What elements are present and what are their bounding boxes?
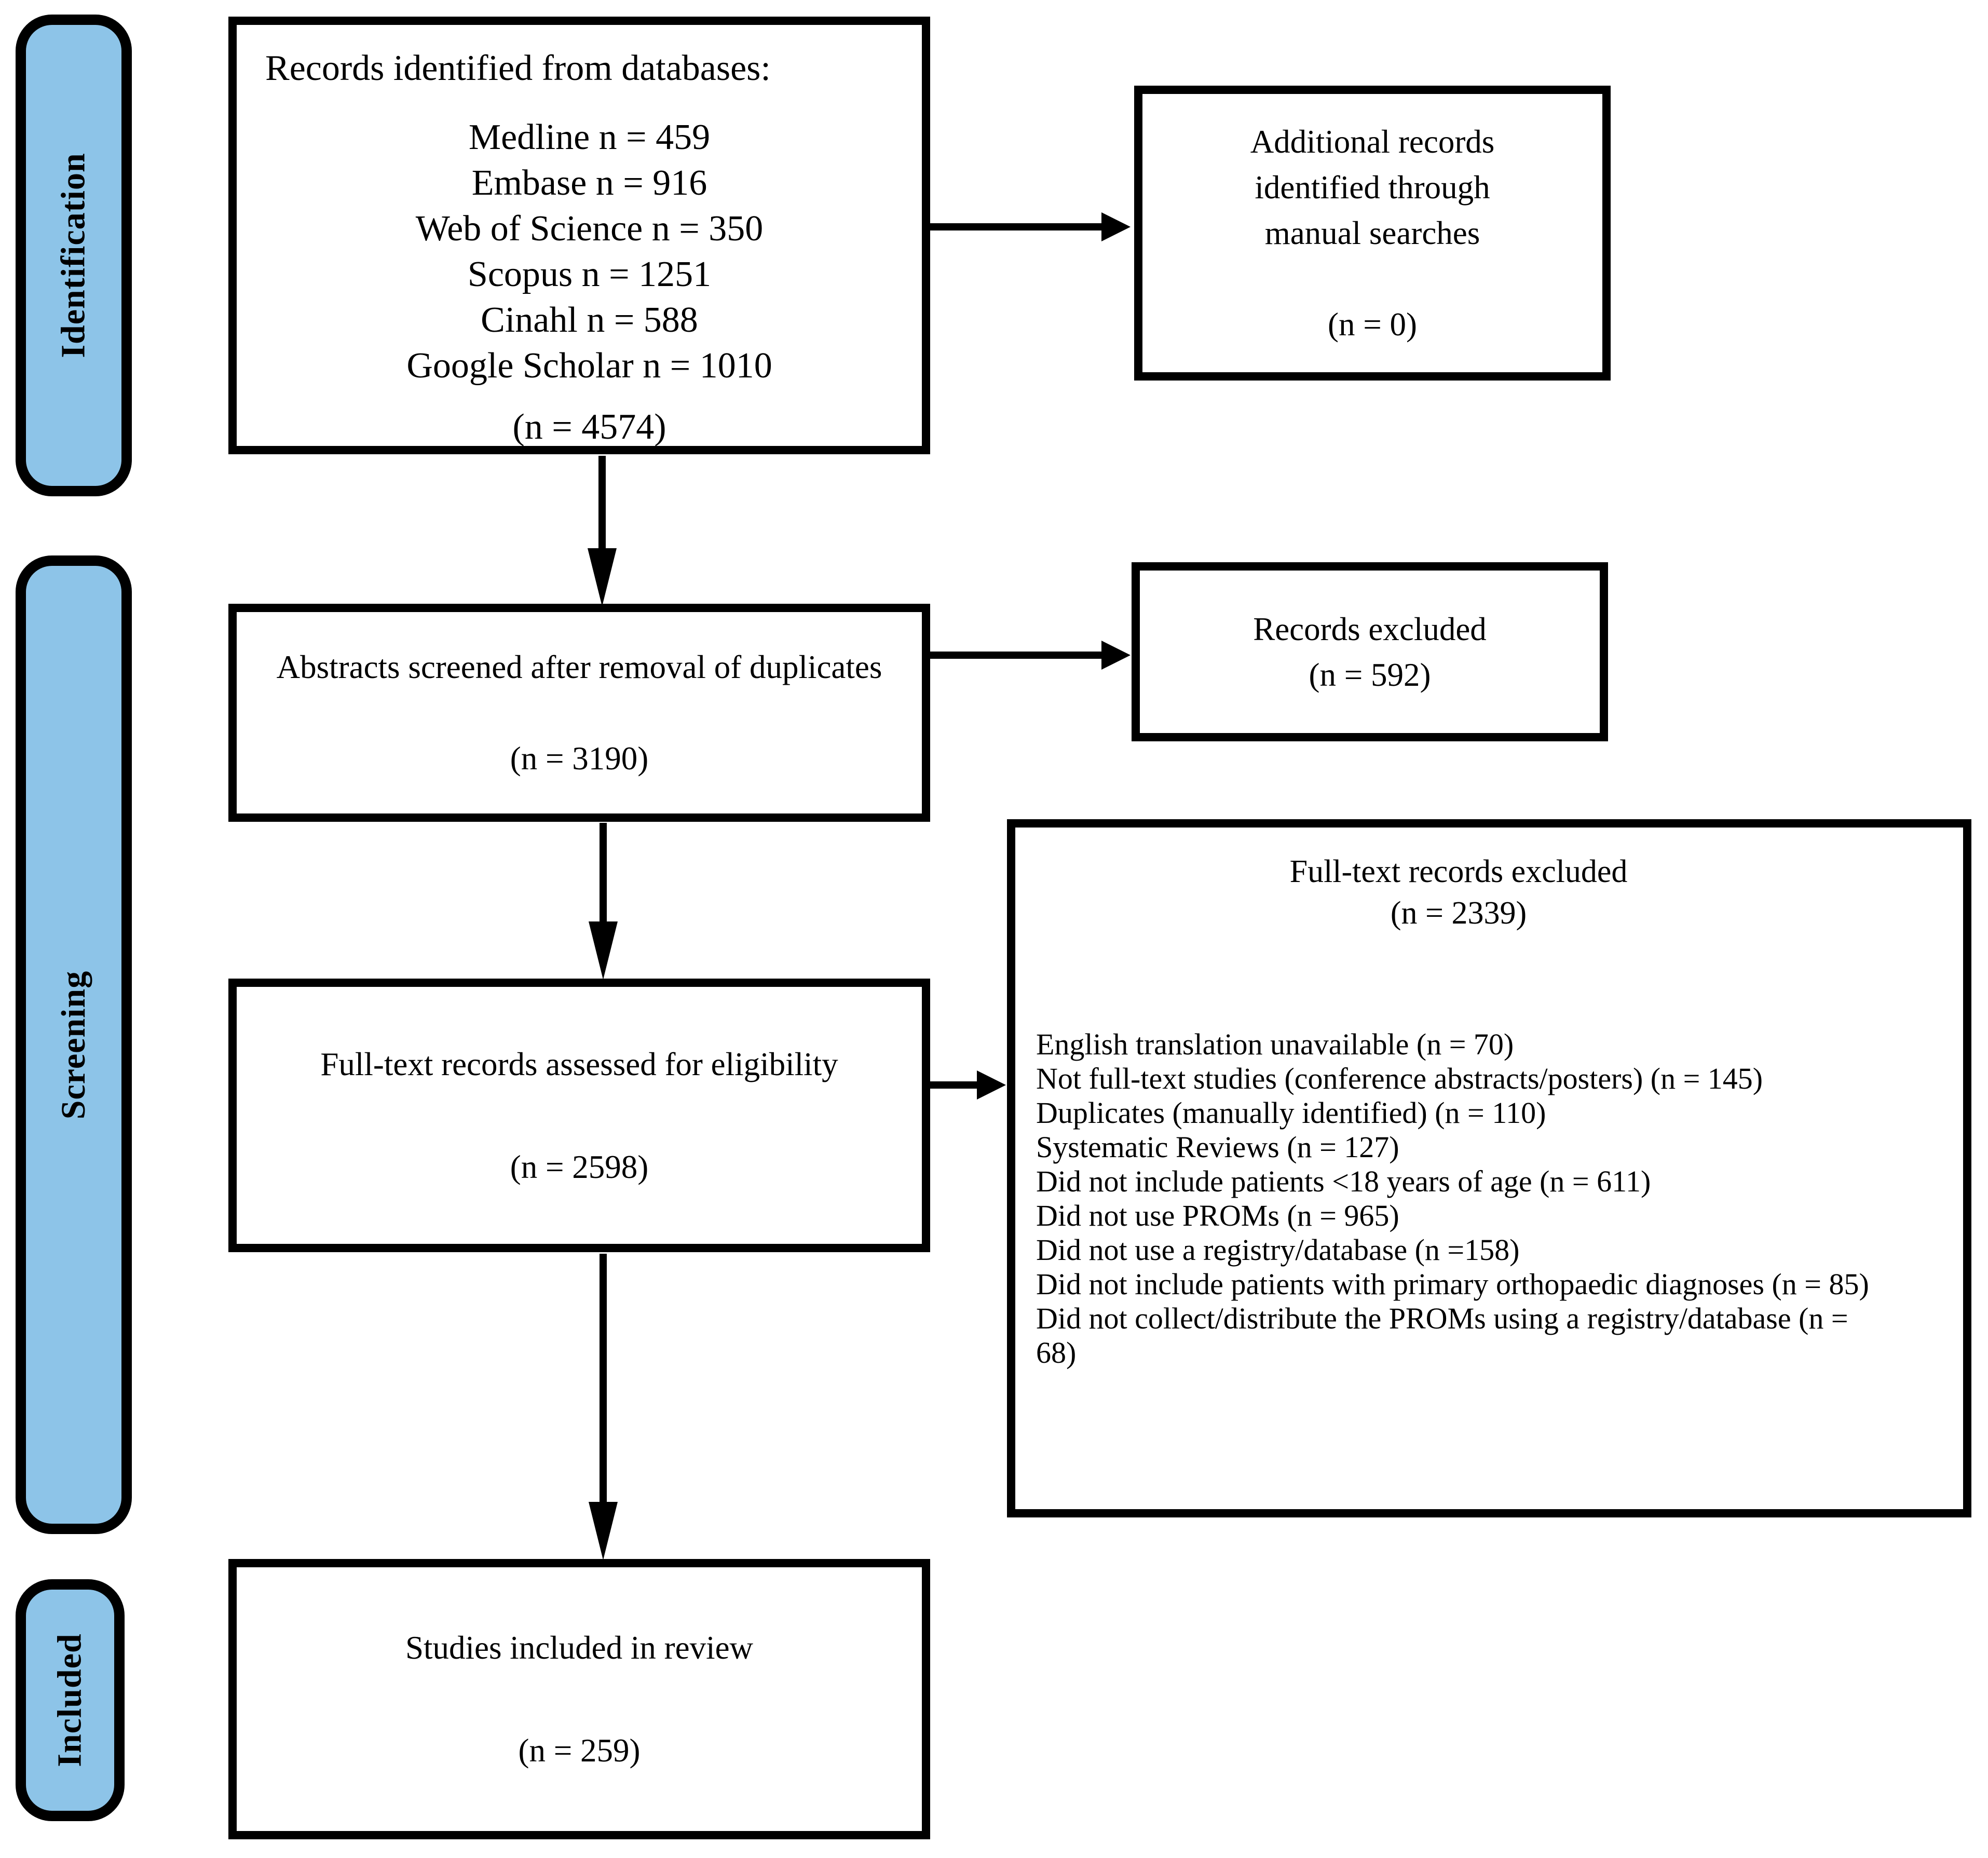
exclusion-reason: Systematic Reviews (n = 127) — [1036, 1130, 1399, 1164]
exclusion-reason-list: English translation unavailable (n = 70)… — [1036, 1027, 1881, 1370]
arrow-abstracts-to-excluded-line — [930, 652, 1102, 659]
fulltext-assessed-box: Full-text records assessed for eligibili… — [228, 979, 930, 1252]
records-identified-box: Records identified from databases: Medli… — [228, 17, 930, 454]
stage-screening-label: Screening — [55, 970, 93, 1119]
stage-identification-label: Identification — [55, 153, 92, 358]
arrow-fulltext-to-included-line — [600, 1254, 607, 1504]
arrow-abstracts-to-fulltext-line — [600, 823, 607, 923]
fulltext-assessed-count: (n = 2598) — [510, 1148, 649, 1185]
database-item-scopus: Scopus n = 1251 — [467, 254, 712, 294]
arrow-fulltext-to-ftexcluded-line — [930, 1081, 978, 1089]
additional-records-count: (n = 0) — [1328, 306, 1417, 343]
arrow-right-icon — [1101, 641, 1131, 670]
studies-included-box: Studies included in review (n = 259) — [228, 1559, 930, 1839]
fulltext-excluded-title: Full-text records excluded — [1289, 854, 1628, 889]
database-item-embase: Embase n = 916 — [471, 163, 707, 203]
exclusion-reason: Did not include patients <18 years of ag… — [1036, 1164, 1651, 1198]
records-identified-total: (n = 4574) — [512, 407, 666, 447]
additional-records-box: Additional records identified through ma… — [1134, 86, 1611, 381]
fulltext-assessed-text: Full-text records assessed for eligibili… — [320, 1046, 838, 1082]
exclusion-reason: Not full-text studies (conference abstra… — [1036, 1062, 1763, 1095]
records-identified-title: Records identified from databases: — [265, 48, 771, 88]
additional-records-text: Additional records identified through ma… — [1250, 124, 1495, 251]
fulltext-excluded-box: Full-text records excluded (n = 2339) En… — [1007, 819, 1971, 1517]
abstracts-screened-text: Abstracts screened after removal of dupl… — [276, 649, 882, 685]
studies-included-count: (n = 259) — [518, 1732, 641, 1769]
database-item-google-scholar: Google Scholar n = 1010 — [406, 346, 772, 386]
arrow-down-icon — [588, 548, 617, 606]
database-item-medline: Medline n = 459 — [468, 117, 711, 157]
stage-screening: Screening — [16, 555, 132, 1534]
exclusion-reason: Did not collect/distribute the PROMs usi… — [1036, 1301, 1848, 1369]
studies-included-text: Studies included in review — [405, 1630, 754, 1666]
stage-included-label: Included — [51, 1633, 89, 1767]
exclusion-reason: Did not use a registry/database (n =158) — [1036, 1233, 1520, 1267]
stage-identification: Identification — [16, 15, 132, 496]
fulltext-excluded-count: (n = 2339) — [1390, 896, 1527, 931]
arrow-right-icon — [1101, 212, 1131, 241]
stage-included: Included — [16, 1579, 125, 1821]
abstracts-screened-box: Abstracts screened after removal of dupl… — [228, 604, 930, 822]
database-item-cinahl: Cinahl n = 588 — [481, 300, 698, 340]
records-excluded-count: (n = 592) — [1309, 656, 1431, 693]
arrow-down-icon — [589, 1502, 618, 1560]
arrow-right-icon — [977, 1070, 1006, 1100]
arrow-identified-to-additional-line — [930, 223, 1102, 230]
abstracts-screened-count: (n = 3190) — [510, 740, 649, 777]
arrow-identified-to-abstracts-line — [598, 456, 606, 549]
database-item-web-of-science: Web of Science n = 350 — [415, 209, 764, 249]
exclusion-reason: English translation unavailable (n = 70) — [1036, 1027, 1514, 1061]
exclusion-reason: Duplicates (manually identified) (n = 11… — [1036, 1096, 1546, 1130]
fulltext-excluded-heading: Full-text records excluded (n = 2339) — [1036, 851, 1881, 934]
arrow-down-icon — [589, 921, 618, 980]
records-excluded-box: Records excluded (n = 592) — [1132, 562, 1608, 741]
exclusion-reason: Did not use PROMs (n = 965) — [1036, 1199, 1399, 1232]
records-excluded-text: Records excluded — [1253, 611, 1487, 647]
database-list: Medline n = 459 Embase n = 916 Web of Sc… — [265, 115, 914, 389]
exclusion-reason: Did not include patients with primary or… — [1036, 1267, 1869, 1301]
